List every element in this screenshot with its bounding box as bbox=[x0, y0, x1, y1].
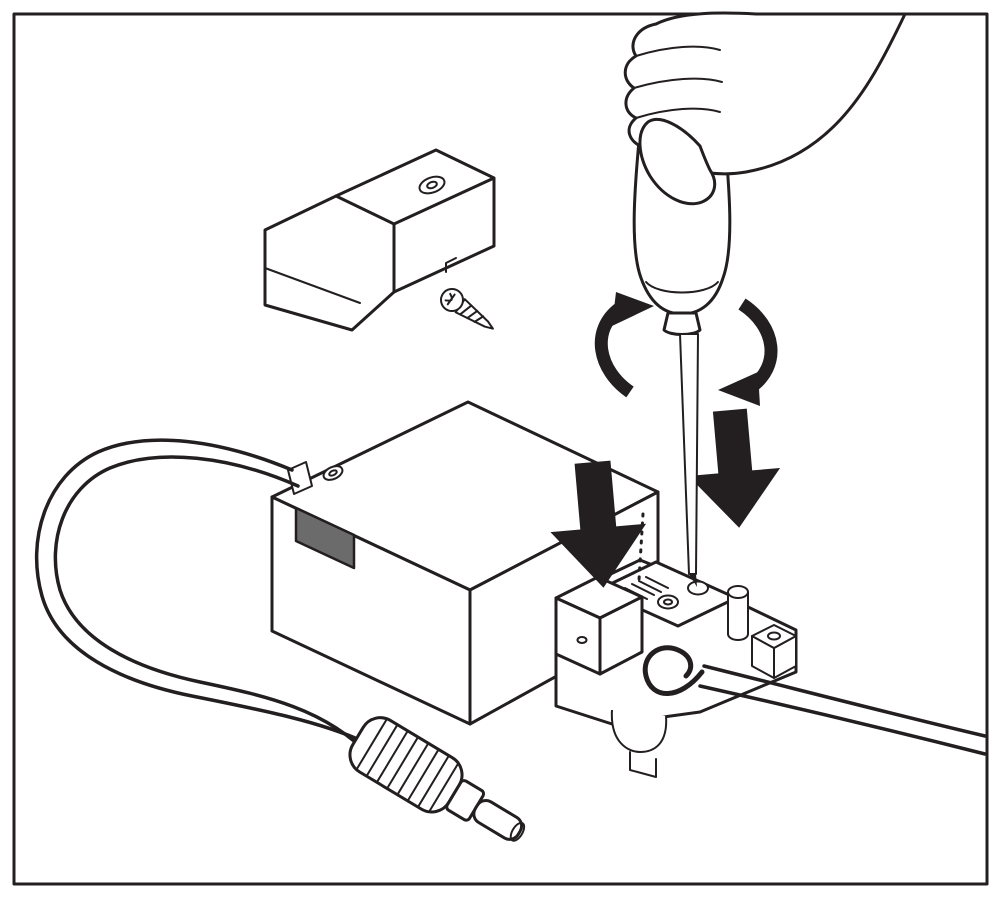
rotate-arrow-right-head bbox=[718, 372, 760, 406]
finger-crease-upper bbox=[635, 45, 721, 57]
cover-piece bbox=[263, 148, 496, 332]
driver-step-recess bbox=[294, 506, 356, 570]
finger-crease-middle bbox=[633, 77, 723, 89]
connector-grip-ribs bbox=[356, 719, 459, 812]
cable-inner-line bbox=[53, 455, 372, 758]
driver-hole-inner bbox=[328, 469, 338, 477]
input-cable bbox=[34, 438, 372, 758]
down-arrow-left-icon bbox=[550, 460, 647, 588]
terminal-screw-right bbox=[687, 580, 709, 596]
supply-cable-bottom bbox=[698, 684, 987, 756]
cover-notch bbox=[445, 257, 457, 273]
cover-hole-inner bbox=[426, 180, 438, 190]
post-top bbox=[727, 585, 749, 599]
terminal-screw-left bbox=[657, 594, 679, 610]
cover-hole-outer bbox=[418, 175, 446, 195]
terminal-post bbox=[727, 585, 749, 641]
screw-threads bbox=[459, 304, 485, 323]
terminal-screw-left-slot bbox=[663, 598, 673, 606]
shaft bbox=[679, 333, 699, 575]
rotate-arrow-right-arc bbox=[738, 298, 778, 394]
mounting-tab bbox=[751, 624, 797, 679]
end-block-right-face bbox=[598, 595, 644, 676]
clamp-tab bbox=[629, 751, 657, 778]
supply-wire-loop bbox=[642, 645, 705, 696]
frame-border bbox=[12, 12, 989, 886]
rotation-arrows bbox=[594, 292, 778, 406]
end-block-detail bbox=[576, 636, 588, 644]
screw-head-slot bbox=[444, 292, 456, 306]
terminal-block bbox=[554, 512, 987, 778]
driver-screw-hole bbox=[322, 465, 344, 481]
hand bbox=[623, 11, 907, 206]
cover-screw bbox=[440, 288, 494, 330]
hand-outline bbox=[623, 11, 907, 176]
cover-slope-fold bbox=[264, 267, 361, 304]
cover-screw-hole bbox=[418, 175, 446, 195]
cable-clamp-saddle bbox=[610, 709, 668, 753]
shaft-tip bbox=[689, 574, 697, 587]
handle-bottom-shade bbox=[645, 281, 719, 294]
cable-outer-line bbox=[34, 438, 366, 744]
rotate-arrow-left-arc bbox=[594, 302, 634, 398]
connector-tip bbox=[472, 799, 524, 841]
connector-tip-end bbox=[509, 821, 526, 842]
supply-cable-top bbox=[702, 664, 987, 738]
down-arrows bbox=[550, 408, 781, 588]
handle-ferrule bbox=[662, 311, 702, 336]
tab-top-face bbox=[751, 624, 797, 649]
driver-hole-outer bbox=[322, 465, 344, 481]
finger-crease-lower bbox=[635, 107, 721, 119]
rotate-arrow-left-head bbox=[612, 292, 654, 326]
thumb bbox=[638, 118, 717, 206]
tab-hole bbox=[767, 631, 781, 641]
dc-connector bbox=[348, 716, 526, 842]
down-arrow-right-icon bbox=[688, 408, 781, 528]
post-body bbox=[727, 592, 749, 641]
